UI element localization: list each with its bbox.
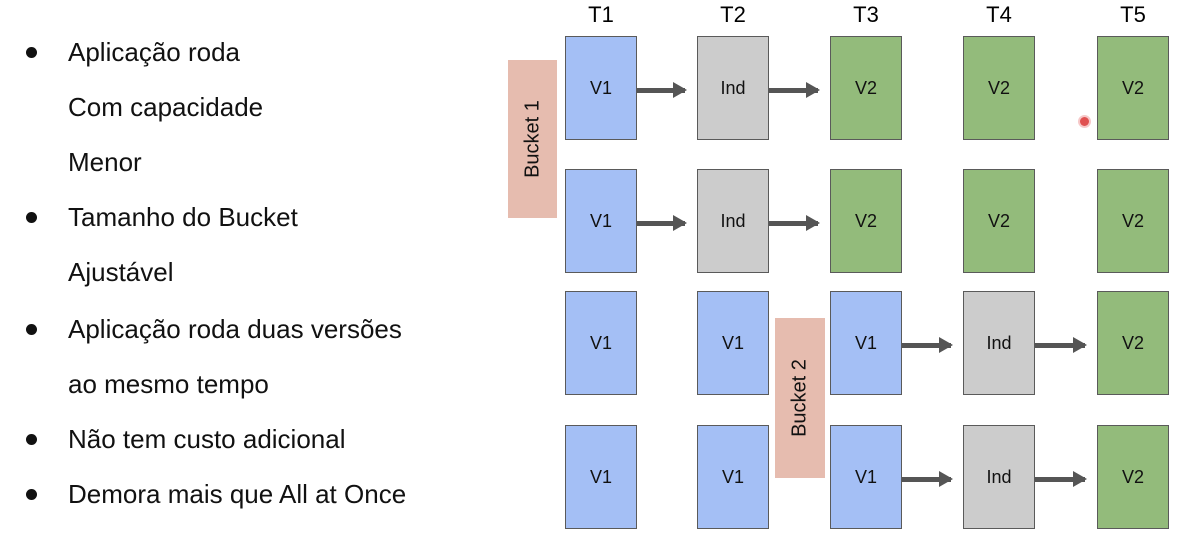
transition-arrow [1035,471,1087,487]
version-box-ind: Ind [697,36,769,140]
transition-arrow [769,215,820,231]
column-header: T2 [720,2,746,27]
bucket-label-text: Bucket 2 [788,359,811,437]
column-header: T3 [853,2,879,27]
bucket-label: Bucket 2 [775,318,825,478]
bullet-text: Tamanho do Bucket [68,202,298,232]
version-box-v1: V1 [565,169,637,273]
bullet-dot [26,489,37,500]
cursor-pointer-icon [1080,117,1089,126]
column-header: T4 [986,2,1012,27]
transition-arrow [902,471,953,487]
bucket-label: Bucket 1 [508,60,557,218]
transition-arrow [769,82,820,98]
version-box-v2: V2 [830,36,902,140]
transition-arrow [902,337,953,353]
version-box-v1: V1 [697,291,769,395]
bullet-continuation: Com capacidade [68,92,264,122]
version-box-v1: V1 [830,291,902,395]
bullet-list: Aplicação roda Com capacidade Menor Tama… [0,0,500,540]
column-header: T5 [1120,2,1146,27]
bullet-continuation: Menor [68,147,142,177]
version-box-ind: Ind [697,169,769,273]
bullet-dot [26,434,37,445]
transition-arrow [1035,337,1087,353]
transition-arrow [637,215,687,231]
version-box-v1: V1 [565,425,637,529]
bullet-text: Aplicação roda duas versões [68,314,402,344]
version-box-ind: Ind [963,425,1035,529]
bullet-text: Demora mais que All at Once [68,479,407,509]
version-box-v2: V2 [1097,425,1169,529]
bullet-text: Não tem custo adicional [68,424,346,454]
transition-arrow [637,82,687,98]
column-header: T1 [588,2,614,27]
bullet-continuation: Ajustável [68,257,174,287]
version-box-v2: V2 [830,169,902,273]
bullet-text: Aplicação roda [68,37,240,67]
version-box-v2: V2 [963,36,1035,140]
bullet-dot [26,47,37,58]
version-box-v2: V2 [1097,291,1169,395]
version-box-v2: V2 [1097,169,1169,273]
version-box-v2: V2 [963,169,1035,273]
version-box-v2: V2 [1097,36,1169,140]
bucket-label-text: Bucket 1 [521,100,543,178]
version-box-v1: V1 [565,36,637,140]
version-box-v1: V1 [565,291,637,395]
bullet-continuation: ao mesmo tempo [68,369,269,399]
version-box-ind: Ind [963,291,1035,395]
bullet-dot [26,212,37,223]
bullet-dot [26,324,37,335]
version-box-v1: V1 [830,425,902,529]
version-box-v1: V1 [697,425,769,529]
